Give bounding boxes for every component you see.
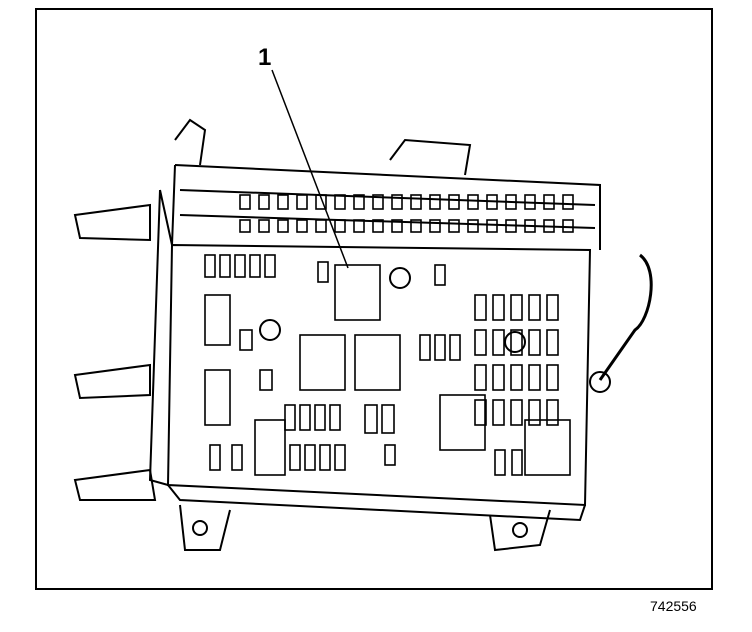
relay [254, 419, 286, 476]
mini-fuse [449, 334, 461, 361]
mini-fuse [546, 294, 559, 321]
mini-fuse [434, 334, 446, 361]
mini-fuse [314, 404, 326, 431]
mini-fuse [492, 329, 505, 356]
mini-fuse [528, 364, 541, 391]
mini-fuse [304, 444, 316, 471]
mini-fuse [384, 444, 396, 466]
mini-fuse [419, 334, 431, 361]
connector-pin [410, 219, 422, 233]
connector-pin [429, 219, 441, 233]
relay [334, 264, 381, 321]
connector-pin [315, 194, 327, 210]
mini-fuse [528, 399, 541, 426]
relay [439, 394, 486, 451]
connector-pin [372, 219, 384, 233]
connector-pin [524, 219, 536, 233]
connector-pin [334, 219, 346, 233]
connector-pin [277, 219, 289, 233]
connector-pin [543, 194, 555, 210]
connector-pin [239, 219, 251, 233]
mini-fuse [289, 444, 301, 471]
mini-fuse [510, 294, 523, 321]
mini-fuse [239, 329, 253, 351]
mini-fuse [474, 329, 487, 356]
mini-fuse [510, 364, 523, 391]
connector-pin [448, 194, 460, 210]
mini-fuse [329, 404, 341, 431]
callout-leader-line [271, 69, 349, 269]
mini-fuse [546, 399, 559, 426]
mini-fuse [492, 399, 505, 426]
figure-frame [35, 8, 713, 590]
connector-pin [467, 219, 479, 233]
connector-pin [467, 194, 479, 210]
connector-pin [372, 194, 384, 210]
connector-pin [562, 194, 574, 210]
mini-fuse [209, 444, 221, 471]
mini-fuse [234, 254, 246, 278]
mini-fuse [511, 449, 523, 476]
connector-strip [171, 164, 601, 250]
connector-pin [505, 194, 517, 210]
mini-fuse [546, 364, 559, 391]
connector-pin [296, 219, 308, 233]
figure-number: 742556 [650, 598, 697, 614]
mini-fuse [381, 404, 395, 434]
mini-fuse [249, 254, 261, 278]
connector-pin [258, 219, 270, 233]
connector-pin [524, 194, 536, 210]
connector-pin [486, 194, 498, 210]
relay [299, 334, 346, 391]
relay [204, 369, 231, 426]
ground-cable [598, 253, 653, 381]
mini-fuse [434, 264, 446, 286]
mini-fuse [492, 294, 505, 321]
mini-fuse [492, 364, 505, 391]
mini-fuse [231, 444, 243, 471]
mini-fuse [317, 261, 329, 283]
left-mount [73, 203, 151, 242]
relay [524, 419, 571, 476]
connector-pin [562, 219, 574, 233]
connector-pin [543, 219, 555, 233]
mini-fuse [319, 444, 331, 471]
connector-pin [277, 194, 289, 210]
callout-label: 1 [258, 44, 272, 71]
relay [204, 294, 231, 346]
mini-fuse [510, 329, 523, 356]
mini-fuse [546, 329, 559, 356]
mini-fuse [204, 254, 216, 278]
mini-fuse [264, 254, 276, 278]
connector-pin [486, 219, 498, 233]
connector-pin [334, 194, 346, 210]
connector-pin [410, 194, 422, 210]
mini-fuse [364, 404, 378, 434]
mini-fuse [219, 254, 231, 278]
connector-pin [448, 219, 460, 233]
mini-fuse [284, 404, 296, 431]
mini-fuse [259, 369, 273, 391]
mini-fuse [528, 294, 541, 321]
mini-fuse [299, 404, 311, 431]
mini-fuse [474, 364, 487, 391]
connector-pin [296, 194, 308, 210]
connector-pin [239, 194, 251, 210]
connector-pin [353, 194, 365, 210]
connector-pin [258, 194, 270, 210]
connector-pin [353, 219, 365, 233]
mini-fuse [474, 294, 487, 321]
mini-fuse [334, 444, 346, 471]
relay [354, 334, 401, 391]
connector-pin [391, 219, 403, 233]
mini-fuse [510, 399, 523, 426]
mini-fuse [494, 449, 506, 476]
connector-pin [505, 219, 517, 233]
fuses-and-relays [204, 194, 574, 476]
mini-fuse [528, 329, 541, 356]
connector-pin [315, 219, 327, 233]
connector-pin [391, 194, 403, 210]
connector-pin [429, 194, 441, 210]
mini-fuse [474, 399, 487, 426]
